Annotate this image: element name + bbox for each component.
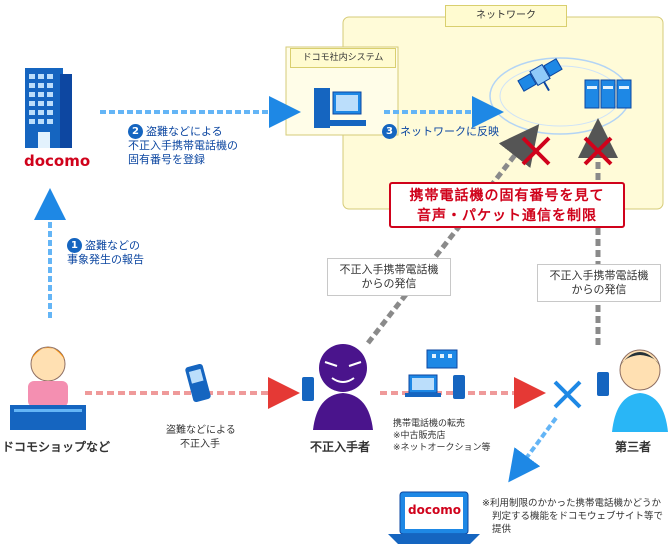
call-arrow-illicit xyxy=(366,124,540,345)
shop-label: ドコモショップなど xyxy=(2,440,111,454)
resale-devices-icon xyxy=(405,349,465,399)
resale-label: 携帯電話機の転売 ※中古販売店 ※ネットオークション等 xyxy=(393,419,491,453)
illicit-label: 不正入手者 xyxy=(310,440,371,454)
blocked-x-icon xyxy=(521,136,551,166)
network-server-icon xyxy=(584,79,632,109)
docomo-system-title-label: ドコモ社内システム xyxy=(302,53,384,63)
third-label: 第三者 xyxy=(615,440,652,454)
laptop-docomo-logo: docomo xyxy=(408,503,461,517)
network-title-label: ネットワーク xyxy=(476,10,536,21)
blocked-x-icon xyxy=(583,136,613,166)
phone-icon xyxy=(185,363,211,403)
shop-clerk-icon xyxy=(10,346,86,430)
satellite-icon xyxy=(517,58,563,92)
step-2-number: 2 xyxy=(128,124,143,139)
laptop-icon xyxy=(388,491,480,544)
docomo-building-icon xyxy=(25,68,72,148)
notice-text: ※利用制限のかかった携帯電話機かどうか 判定する機能をドコモウェブサイト等で 提… xyxy=(482,498,664,535)
network-title: ネットワーク xyxy=(445,5,567,27)
theft-label: 盗難などによる 不正入手 xyxy=(166,425,236,450)
step-1-number: 1 xyxy=(67,238,82,253)
call-label-illicit: 不正入手携帯電話機 からの発信 xyxy=(327,258,451,296)
restriction-box: 携帯電話機の固有番号を見て 音声・パケット通信を制限 xyxy=(389,182,625,228)
docomo-logo: docomo xyxy=(24,152,91,170)
cross-x-icon xyxy=(553,380,582,409)
check-arrow xyxy=(508,416,558,483)
third-party-icon xyxy=(597,349,668,432)
system-server-icon xyxy=(314,88,366,128)
call-label-third: 不正入手携帯電話機 からの発信 xyxy=(537,264,661,302)
illicit-person-icon xyxy=(302,344,373,430)
docomo-system-title: ドコモ社内システム xyxy=(290,48,396,68)
step-3-number: 3 xyxy=(382,124,397,139)
